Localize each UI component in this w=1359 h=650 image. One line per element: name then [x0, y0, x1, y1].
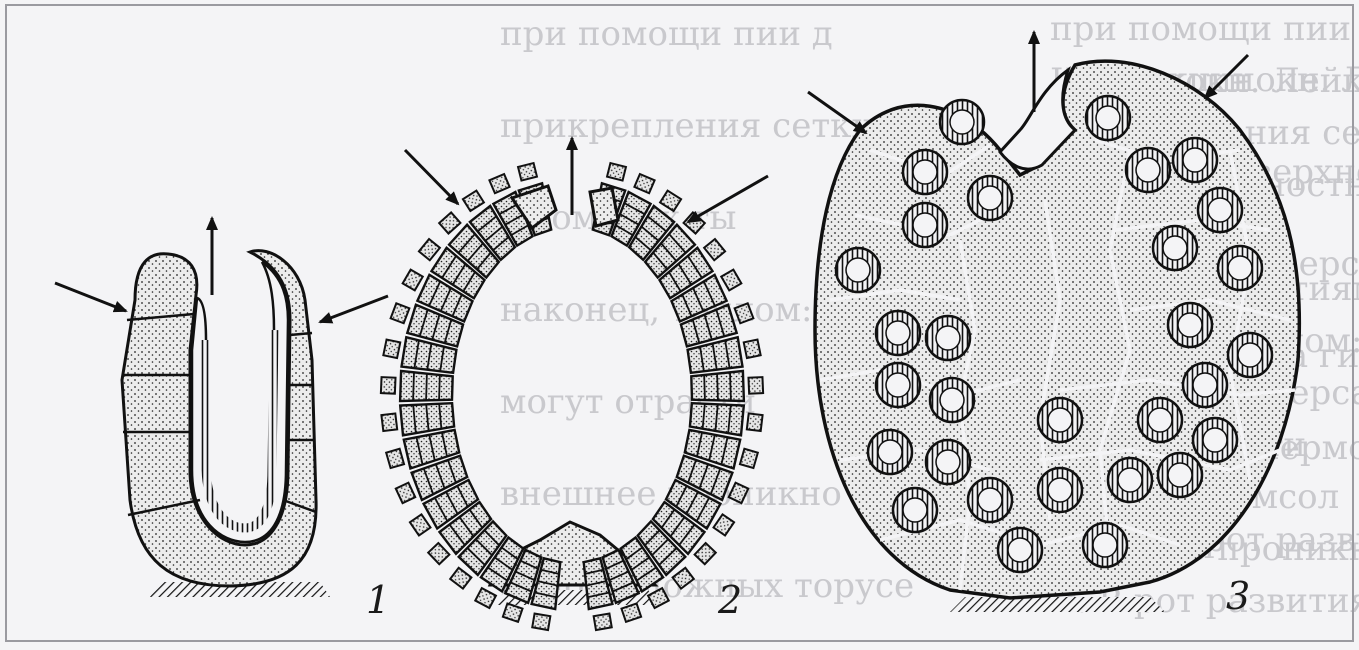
chamber-lumen	[886, 321, 910, 345]
pinacocyte-cell	[518, 163, 537, 180]
chamber-lumen	[903, 498, 927, 522]
chamber-lumen	[1228, 256, 1252, 280]
chamber-lumen	[936, 450, 960, 474]
background-text-line: наконец, теплом:	[500, 290, 812, 330]
chamber-lumen	[1163, 236, 1187, 260]
chamber-lumen	[978, 488, 1002, 512]
chamber-lumen	[1178, 313, 1202, 337]
leucon-substrate-hatch-icon	[950, 597, 1165, 612]
chamber-lumen	[1008, 538, 1032, 562]
pinacocyte-cell	[463, 191, 484, 211]
pinacocyte-cell	[381, 413, 397, 431]
pinacocyte-cell	[503, 603, 523, 621]
collar-stripe	[426, 374, 427, 401]
chamber-lumen	[936, 326, 960, 350]
pinacocyte-cell	[419, 239, 440, 260]
pinacocyte-cell	[744, 340, 761, 358]
chamber-lumen	[1238, 343, 1262, 367]
chamber-lumen	[878, 440, 902, 464]
ascon-sponge	[55, 218, 388, 597]
chamber-lumen	[1096, 106, 1120, 130]
pinacocyte-cell	[403, 270, 423, 291]
pinacocyte-cell	[695, 543, 716, 564]
pinacocyte-cell	[721, 270, 741, 291]
chamber-lumen	[1168, 463, 1192, 487]
arrow-in-icon	[405, 150, 458, 204]
chamber-lumen	[913, 213, 937, 237]
background-text-line: прикрепления сетки	[500, 106, 874, 146]
collar-stripe	[439, 375, 440, 400]
pinacocyte-cell	[634, 174, 654, 193]
chamber-lumen	[886, 373, 910, 397]
pinacocyte-cell	[594, 614, 612, 630]
pinacocyte-cell	[607, 163, 626, 180]
chamber-lumen	[1048, 408, 1072, 432]
pinacocyte-cell	[410, 514, 431, 535]
chamber-lumen	[978, 186, 1002, 210]
pinacocyte-cell	[386, 449, 404, 468]
chamber-lumen	[1136, 158, 1160, 182]
pinacocyte-cell	[740, 449, 758, 468]
chamber-lumen	[950, 110, 974, 134]
leucon-sponge	[808, 32, 1299, 612]
pinacocyte-cell	[391, 303, 410, 323]
collar-stripe	[413, 372, 414, 400]
background-text-line: при помощи пии д	[1050, 9, 1359, 49]
collar-stripe	[730, 372, 731, 400]
collar-stripe	[704, 375, 705, 400]
pinacocyte-cell	[714, 514, 735, 535]
pinacocyte-cell	[475, 588, 496, 608]
chamber-lumen	[913, 160, 937, 184]
chamber-lumen	[846, 258, 870, 282]
pinacocyte-cell	[396, 483, 415, 503]
pinacocyte-cell	[532, 614, 550, 630]
chamber-lumen	[1183, 148, 1207, 172]
pinacocyte-cell	[489, 174, 509, 193]
chamber-lumen	[1118, 468, 1142, 492]
pinacocyte-cell	[450, 568, 471, 589]
chamber-lumen	[1048, 478, 1072, 502]
pinacocyte-cell	[428, 543, 449, 564]
stage-2-label: 2	[718, 578, 742, 622]
stage-3-label: 3	[1226, 574, 1250, 618]
arrow-in-icon	[320, 296, 388, 322]
chamber-lumen	[1193, 373, 1217, 397]
chamber-lumen	[1203, 428, 1227, 452]
chamber-lumen	[1208, 198, 1232, 222]
chamber-lumen	[1093, 533, 1117, 557]
chamber-lumen	[1148, 408, 1172, 432]
arrow-in-icon	[55, 283, 126, 311]
pinacocyte-cell	[383, 340, 400, 358]
pinacocyte-cell	[381, 377, 396, 394]
chamber-lumen	[940, 388, 964, 412]
collar-stripe	[717, 374, 718, 401]
background-text-line: при помощи пии д	[500, 14, 833, 54]
pinacocyte-cell	[439, 212, 460, 233]
pinacocyte-cell	[747, 413, 763, 431]
stage-1-label: 1	[366, 578, 390, 622]
pinacocyte-cell	[704, 239, 725, 260]
pinacocyte-cell	[748, 377, 763, 394]
pinacocyte-cell	[621, 603, 641, 621]
